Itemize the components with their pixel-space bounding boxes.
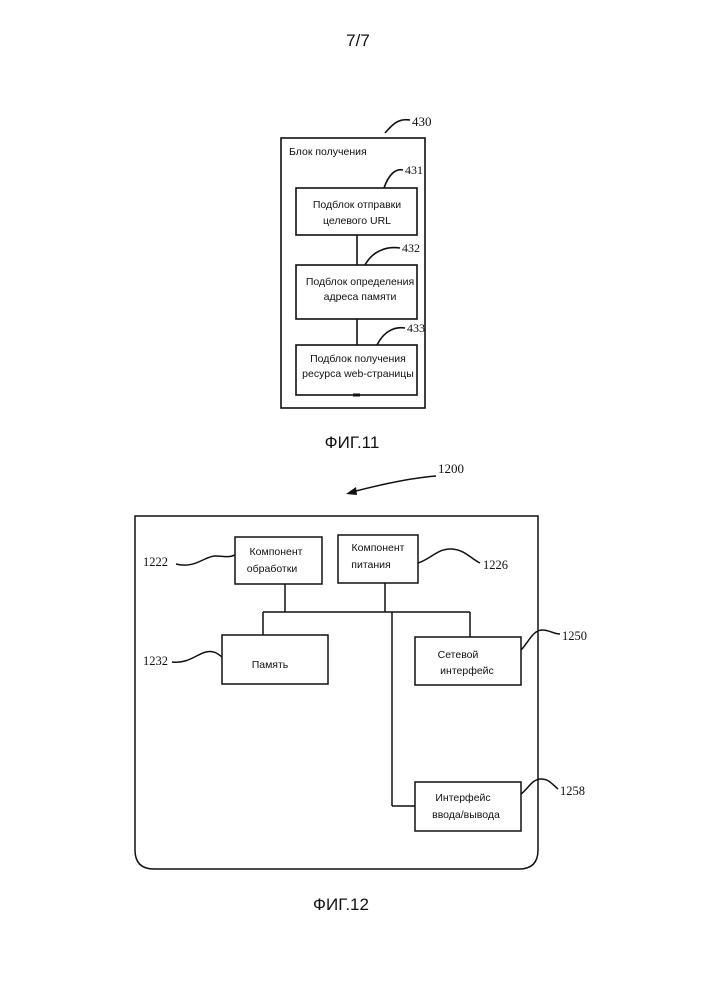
power-line1: Компонент [352, 542, 405, 554]
processing-line2: обработки [247, 563, 298, 575]
io-interface-box [415, 782, 521, 831]
fig11-caption: ФИГ.11 [325, 433, 380, 452]
fig11-labels: 430 Блок получения 431 Подблок отправки … [289, 114, 432, 452]
block-431-line2: целевого URL [323, 215, 391, 227]
memory-label: Память [252, 659, 289, 671]
ref-1200-arrow [352, 476, 436, 492]
fig12-labels: 1200 1222 Компонент обработки 1226 Компо… [143, 461, 587, 914]
block-431-line1: Подблок отправки [313, 199, 401, 211]
network-line2: интерфейс [440, 665, 494, 677]
ref-430: 430 [412, 114, 432, 129]
ref-430-leader [385, 120, 410, 133]
ref-1232-leader [172, 651, 222, 662]
ref-433: 433 [407, 321, 425, 335]
power-line2: питания [351, 559, 390, 571]
ref-433-leader [377, 328, 405, 345]
io-line1: Интерфейс [435, 792, 490, 804]
ref-1258: 1258 [560, 784, 585, 798]
ref-1222-leader [176, 555, 235, 565]
ref-1258-leader [521, 779, 558, 794]
processing-component-box [235, 537, 322, 584]
network-interface-box [415, 637, 521, 685]
ref-1250: 1250 [562, 629, 587, 643]
processing-line1: Компонент [250, 546, 303, 558]
block-432-line2: адреса памяти [324, 291, 397, 303]
ref-431-leader [384, 170, 403, 188]
ref-1200: 1200 [438, 461, 464, 476]
ref-432: 432 [402, 241, 420, 255]
ref-1226: 1226 [483, 558, 508, 572]
ref-1232: 1232 [143, 654, 168, 668]
ref-431: 431 [405, 163, 423, 177]
ref-1200-arrowhead [346, 487, 357, 495]
network-line1: Сетевой [438, 649, 479, 661]
block-432-line1: Подблок определения [306, 276, 414, 288]
ref-1250-leader [521, 630, 560, 650]
fig11-block-431 [296, 188, 417, 235]
ref-1222: 1222 [143, 555, 168, 569]
io-line2: ввода/вывода [432, 809, 500, 821]
ref-432-leader [365, 248, 400, 265]
ref-1226-leader [418, 549, 480, 563]
block-433-line1: Подблок получения [310, 353, 406, 365]
page-number: 7/7 [346, 31, 370, 50]
fig12-caption: ФИГ.12 [313, 895, 369, 914]
block-433-line2: ресурса web-страницы [302, 368, 414, 380]
fig11-outer-title: Блок получения [289, 146, 367, 158]
